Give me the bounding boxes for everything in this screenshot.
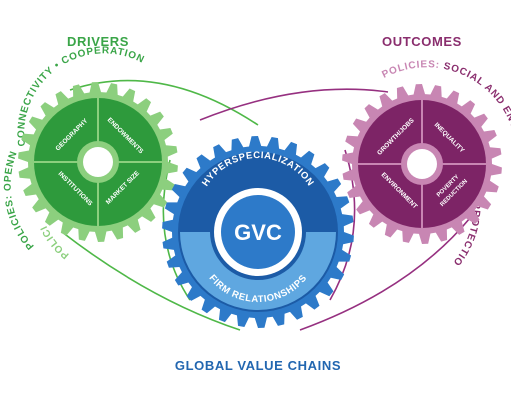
gvc-gear: GVC HYPERSPECIALIZATION FIRM RELATIONSHI… [162,136,354,328]
belt-lines [61,79,471,331]
outcomes-gear: GROWTH/JOBS INEQUALITY ENVIRONMENT POVER… [342,84,502,244]
gvc-hub [221,195,295,269]
outcomes-header: OUTCOMES [382,34,462,49]
right-arc-prefix: POLICIES: [380,59,444,81]
gvc-green-belt [162,159,191,301]
drivers-belt-bottom [61,231,241,331]
drivers-header: DRIVERS [67,34,129,49]
outcomes-gear-hub [407,149,437,179]
global-value-chains-header: GLOBAL VALUE CHAINS [175,358,341,373]
outcomes-belt-bottom [299,217,471,331]
gvc-purple-belt [329,149,356,301]
drivers-gear: GEOGRAPHY ENDOWMENTS INSTITUTIONS MARKET… [18,82,178,242]
gvc-lower-band [180,232,336,310]
drivers-gear-hub [83,147,113,177]
outcomes-belt-top [199,88,389,121]
gvc-center-label: GVC [234,220,282,245]
